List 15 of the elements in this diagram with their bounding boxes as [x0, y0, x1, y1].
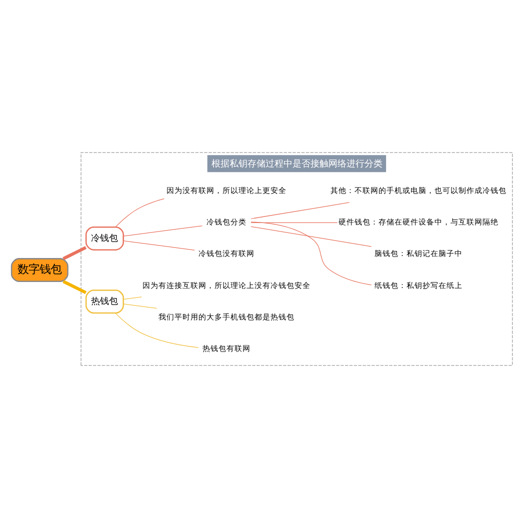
connector [62, 246, 87, 260]
connector [250, 222, 338, 223]
node-box: 热钱包 [85, 290, 124, 314]
node-box: 冷钱包 [85, 226, 124, 250]
connector [115, 198, 164, 228]
connector [123, 304, 158, 309]
connector [115, 313, 199, 348]
connector [123, 296, 142, 300]
connector [62, 280, 87, 294]
connector [250, 226, 372, 247]
connector [123, 240, 195, 250]
connector [250, 202, 350, 220]
connector [123, 225, 202, 236]
connector [250, 222, 372, 286]
node-box: 数字钱包 [10, 258, 68, 282]
